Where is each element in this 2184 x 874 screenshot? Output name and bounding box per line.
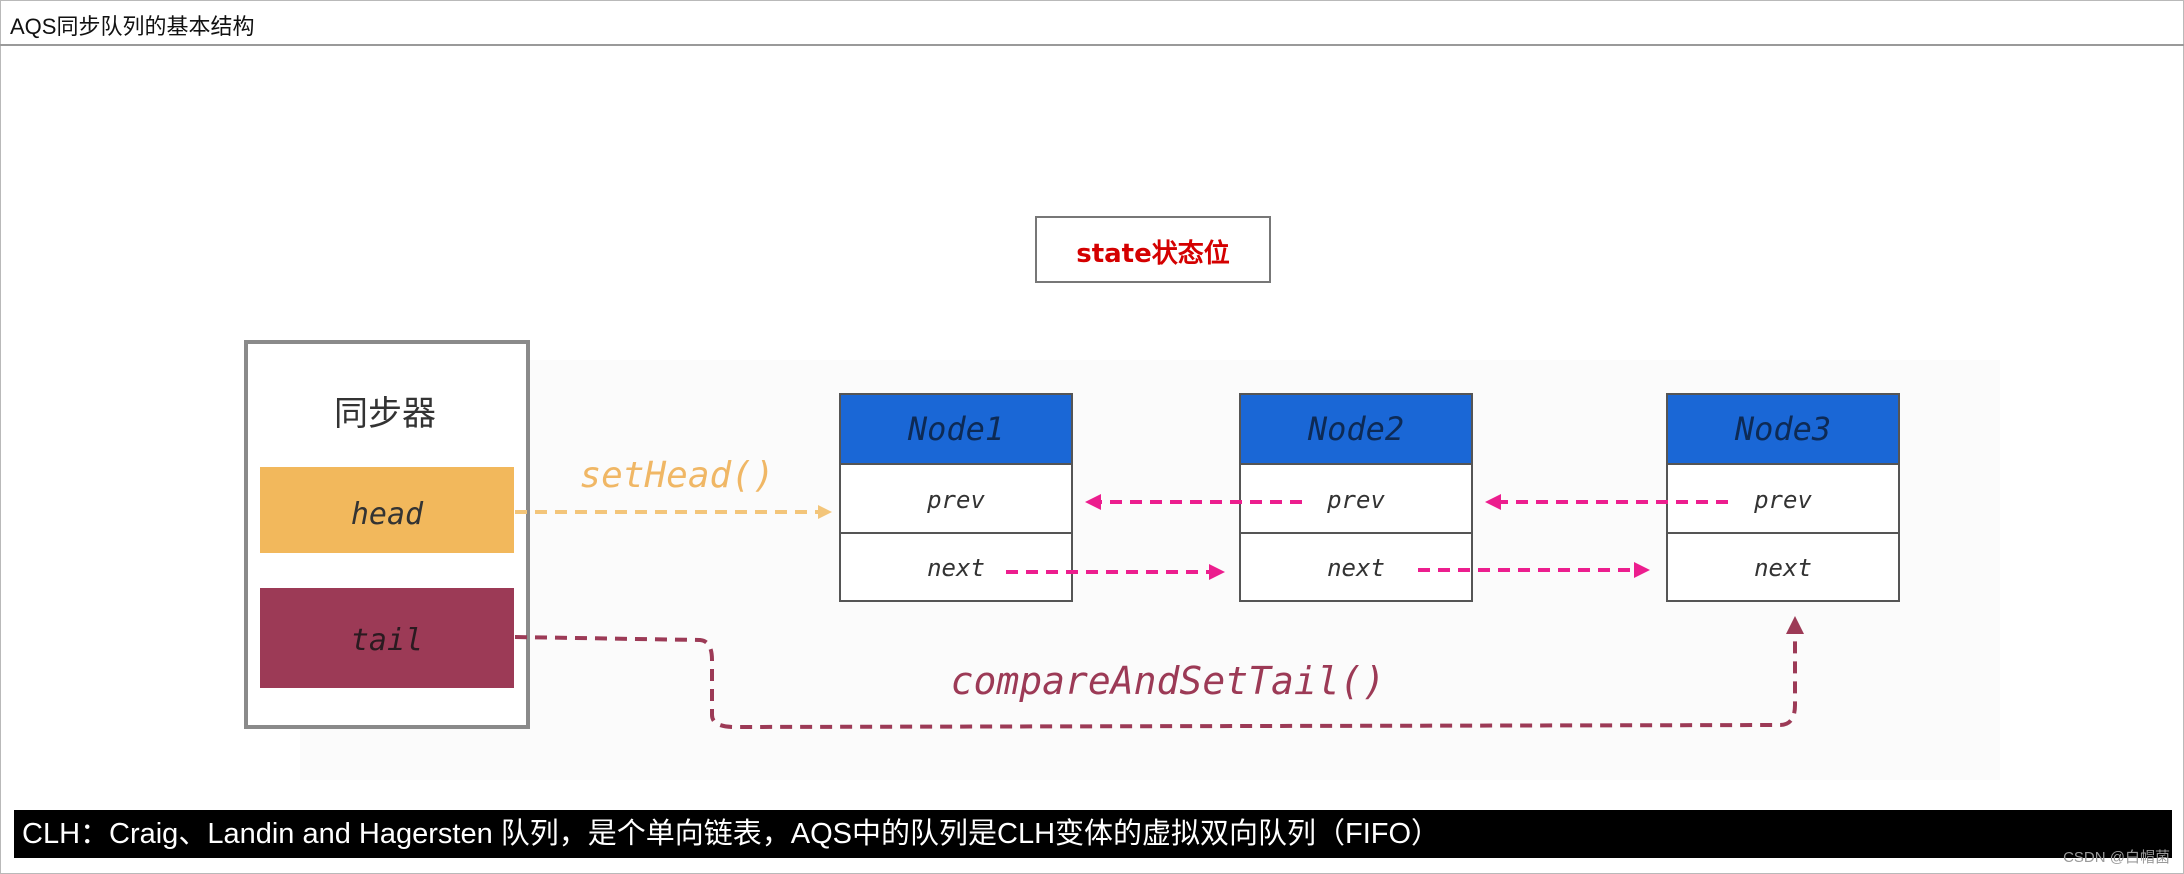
set-head-label: setHead() [579,455,774,496]
node-3-prev: prev [1753,486,1812,514]
node-3-next: next [1754,554,1812,582]
synchronizer-box: 同步器 head tail [244,340,530,729]
node-1: Node1 prev next [839,393,1073,602]
node-1-title: Node1 [907,410,1004,448]
compare-and-set-tail-label: compareAndSetTail() [951,659,1386,703]
node-2-title: Node2 [1307,410,1404,448]
synchronizer-title: 同步器 [334,394,436,434]
head-field [260,467,514,553]
state-label: state状态位 [1076,238,1230,269]
state-box: state状态位 [1035,216,1271,283]
tail-field [260,588,514,688]
page-header: AQS同步队列的基本结构 [0,0,2184,46]
tail-label: tail [351,623,423,658]
node-2-next: next [1327,554,1385,582]
node-3-title: Node3 [1734,410,1831,448]
node-2-prev: prev [1326,486,1385,514]
caption-bar: CLH：Craig、Landin and Hagersten 队列，是个单向链表… [14,810,2172,858]
head-label: head [351,497,424,532]
node-1-next: next [927,554,985,582]
node-1-prev: prev [926,486,985,514]
page-title: AQS同步队列的基本结构 [10,14,255,39]
node-3: Node3 prev next [1666,393,1900,602]
caption-text: CLH：Craig、Landin and Hagersten 队列，是个单向链表… [22,818,1441,850]
node-2: Node2 prev next [1239,393,1473,602]
csdn-watermark: CSDN @白帽菌 [2063,849,2170,866]
